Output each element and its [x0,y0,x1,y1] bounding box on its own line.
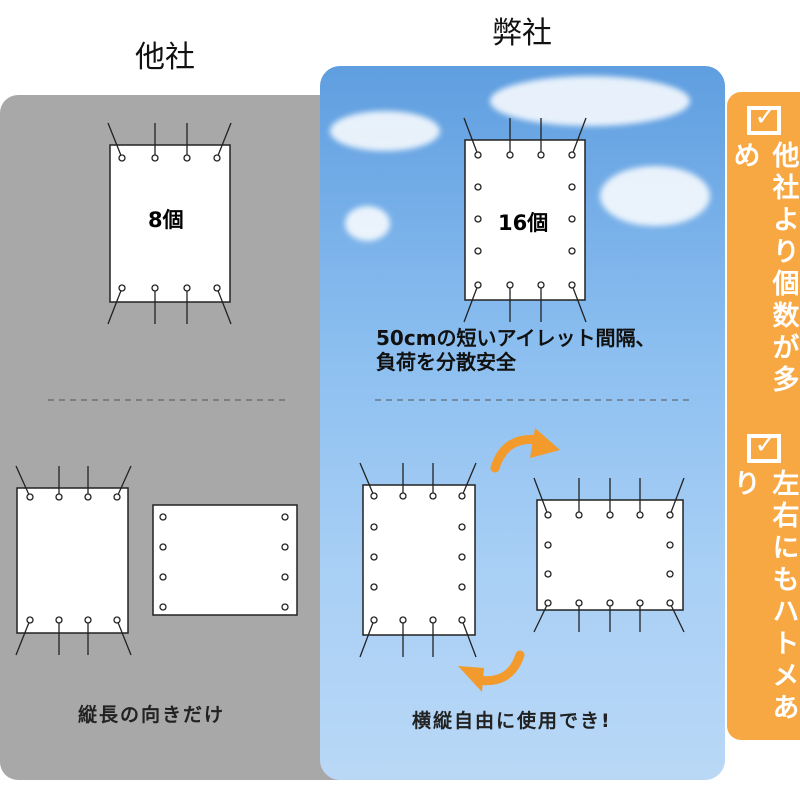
grommet-icon [537,151,545,159]
grommet-icon [474,281,482,289]
grommet-icon [118,284,126,292]
grommet-icon [666,599,674,607]
arrowhead [530,428,560,458]
grommet-icon [606,511,614,519]
grommet-icon [370,492,378,500]
grommet-icon [506,151,514,159]
grommet-icon [281,573,289,581]
grommet-icon [26,493,34,501]
ours-tarp-portrait [359,462,477,658]
grommet-icon [544,541,552,549]
feature-line-1: 50cmの短いアイレット間隔、 [376,326,656,350]
grommet-icon [55,616,63,624]
grommet-icon [429,492,437,500]
grommet-icon [151,154,159,162]
grommet-icon [84,493,92,501]
others-tarp-portrait [15,465,132,656]
side-point-2: 左右にもハトメあり [728,468,799,725]
grommet-icon [370,616,378,624]
grommet-icon [26,616,34,624]
grommet-icon [159,513,167,521]
grommet-icon [506,281,514,289]
grommet-icon [474,247,482,255]
grommet-icon [159,543,167,551]
grommet-icon [399,616,407,624]
grommet-icon [113,616,121,624]
grommet-icon [213,154,221,162]
grommet-icon [399,492,407,500]
grommet-icon [568,215,576,223]
grommet-icon [118,154,126,162]
grommet-icon [568,281,576,289]
cloud [345,206,390,241]
grommet-icon [458,523,466,531]
grommet-icon [370,553,378,561]
grommet-icon [113,493,121,501]
checkbox-icon: ✓ [746,430,781,463]
grommet-icon [636,599,644,607]
others-bottom-label: 縦長の向きだけ [78,704,226,726]
grommet-icon [458,616,466,624]
grommet-icon [429,616,437,624]
grommet-icon [151,284,159,292]
grommet-icon [183,154,191,162]
grommet-icon [568,183,576,191]
side-points-strip: ✓ 他社より個数が多め ✓ 左右にもハトメあり [727,92,800,740]
others-header: 他社 [135,40,195,75]
grommet-icon [606,599,614,607]
grommet-icon [458,583,466,591]
grommet-icon [666,541,674,549]
grommet-icon [575,599,583,607]
ours-tarp-landscape [533,477,685,633]
grommet-icon [474,215,482,223]
grommet-icon [636,511,644,519]
ours-count: 16個 [498,211,549,235]
grommet-icon [575,511,583,519]
grommet-icon [666,511,674,519]
others-count: 8個 [148,208,184,232]
rotate-arrow-icon [473,650,525,686]
grommet-icon [159,573,167,581]
others-tarp-landscape [152,504,298,616]
grommet-icon [213,284,221,292]
feature-text: 50cmの短いアイレット間隔、 負荷を分散安全 [376,326,656,374]
grommet-icon [281,513,289,521]
cloud [490,76,690,126]
grommet-icon [281,603,289,611]
ours-bottom-label: 横縦自由に使用でき! [412,710,612,732]
cloud [330,111,440,151]
grommet-icon [159,603,167,611]
grommet-icon [370,583,378,591]
grommet-icon [458,492,466,500]
grommet-icon [568,151,576,159]
others-tarp-top [107,122,232,325]
ours-tarp-top [463,117,587,323]
grommet-icon [544,599,552,607]
ours-header: 弊社 [492,16,552,51]
cloud [600,166,710,226]
grommet-icon [183,284,191,292]
grommet-icon [666,570,674,578]
grommet-icon [544,511,552,519]
arrowhead [458,666,484,692]
grommet-icon [474,183,482,191]
grommet-icon [458,553,466,561]
grommet-icon [568,247,576,255]
grommet-icon [84,616,92,624]
side-point-1: 他社より個数が多め [728,140,799,397]
feature-line-2: 負荷を分散安全 [376,350,516,374]
grommet-icon [537,281,545,289]
grommet-icon [281,543,289,551]
grommet-icon [55,493,63,501]
grommet-icon [474,151,482,159]
grommet-icon [544,570,552,578]
checkbox-icon: ✓ [746,102,781,135]
grommet-icon [370,523,378,531]
